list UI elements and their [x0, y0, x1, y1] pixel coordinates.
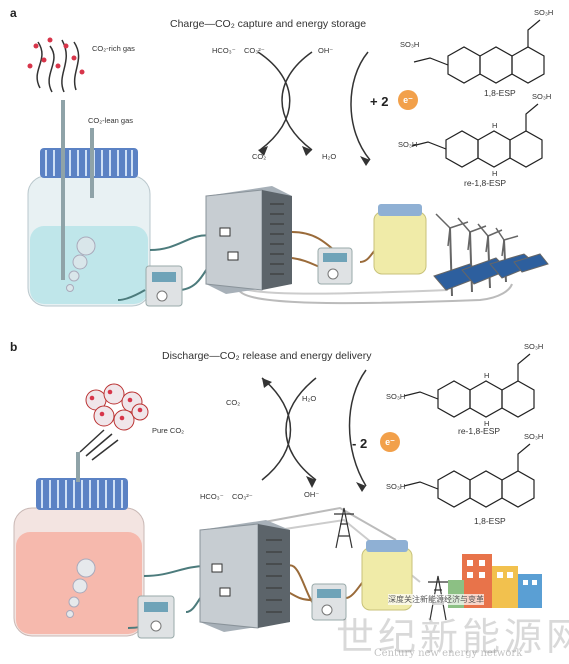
- pure-co2-label: Pure CO₂: [152, 426, 185, 435]
- esp-ox-label-a: 1,8-ESP: [484, 88, 516, 98]
- pump-a1: [145, 265, 183, 307]
- panel-a-label: a: [10, 6, 17, 20]
- electron-coeff-b: - 2: [352, 436, 368, 451]
- so3h-left-b: SO₃H: [386, 392, 406, 401]
- renewable-power-a: [433, 213, 549, 297]
- esp-oxidized-b: [403, 443, 535, 508]
- co3-label-b: CO₃²⁻: [232, 492, 253, 501]
- electron-coeff-a: + 2: [370, 94, 389, 109]
- so3h-left-b2: SO₃H: [386, 482, 406, 491]
- oh-label-b: OH⁻: [304, 490, 320, 499]
- co2-rich-gas-label: CO₂-rich gas: [92, 44, 135, 53]
- h2o-label-b: H₂O: [302, 394, 317, 403]
- panel-b-title: Discharge—CO₂ release and energy deliver…: [162, 350, 372, 362]
- watermark-en: Century new energy network: [374, 648, 523, 659]
- panel-b-label: b: [10, 340, 18, 354]
- flow-cell-stack-a: [205, 186, 292, 294]
- hco3-label-a: HCO₃⁻: [212, 46, 236, 55]
- co2-label-b: CO₂: [226, 398, 241, 407]
- h2o-label-a: H₂O: [322, 152, 337, 161]
- capture-jar: [27, 100, 151, 307]
- nh-bottom-b: H: [484, 419, 490, 428]
- co2-lean-gas-label: CO₂-lean gas: [88, 116, 134, 125]
- flow-cell-stack-b: [199, 520, 290, 632]
- esp-red-label-b: re-1,8-ESP: [458, 426, 501, 436]
- electrolyte-reservoir-a: [373, 204, 427, 275]
- electron-icon-a: e⁻: [398, 90, 418, 110]
- so3h-left-a2: SO₃H: [398, 140, 418, 149]
- co2-cloud: [85, 383, 149, 431]
- oh-label-a: OH⁻: [318, 46, 334, 55]
- co2-label-a: CO₂: [252, 152, 267, 161]
- watermark-tagline: 深度关注新能源经济与变革: [388, 594, 484, 605]
- so3h-left-a: SO₃H: [400, 40, 420, 49]
- nh-bottom-a: H: [492, 169, 498, 178]
- pump-a2: [317, 247, 353, 285]
- so3h-right-b: SO₃H: [524, 342, 544, 351]
- esp-oxidized-a: [413, 19, 545, 84]
- so3h-right-a2: SO₃H: [532, 92, 552, 101]
- so3h-right-a: SO₃H: [534, 8, 554, 17]
- co2-molecules-a: [27, 37, 85, 75]
- co2-rich-gas-plume: [36, 39, 80, 93]
- nh-top-b: H: [484, 371, 490, 380]
- release-jar: [13, 452, 145, 637]
- pump-b1: [137, 595, 175, 639]
- esp-reduced-a: [411, 103, 543, 168]
- nh-top-a: H: [492, 121, 498, 130]
- esp-ox-label-b: 1,8-ESP: [474, 516, 506, 526]
- panel-a-title: Charge—CO₂ capture and energy storage: [170, 18, 367, 30]
- electron-icon-b: e⁻: [380, 432, 400, 452]
- esp-reduced-b: [403, 353, 535, 418]
- pump-b2: [311, 583, 347, 621]
- esp-red-label-a: re-1,8-ESP: [464, 178, 507, 188]
- hco3-label-b: HCO₃⁻: [200, 492, 224, 501]
- so3h-right-b2: SO₃H: [524, 432, 544, 441]
- watermark-cn: 世纪新能源网: [336, 615, 569, 659]
- co3-label-a: CO₃²⁻: [244, 46, 265, 55]
